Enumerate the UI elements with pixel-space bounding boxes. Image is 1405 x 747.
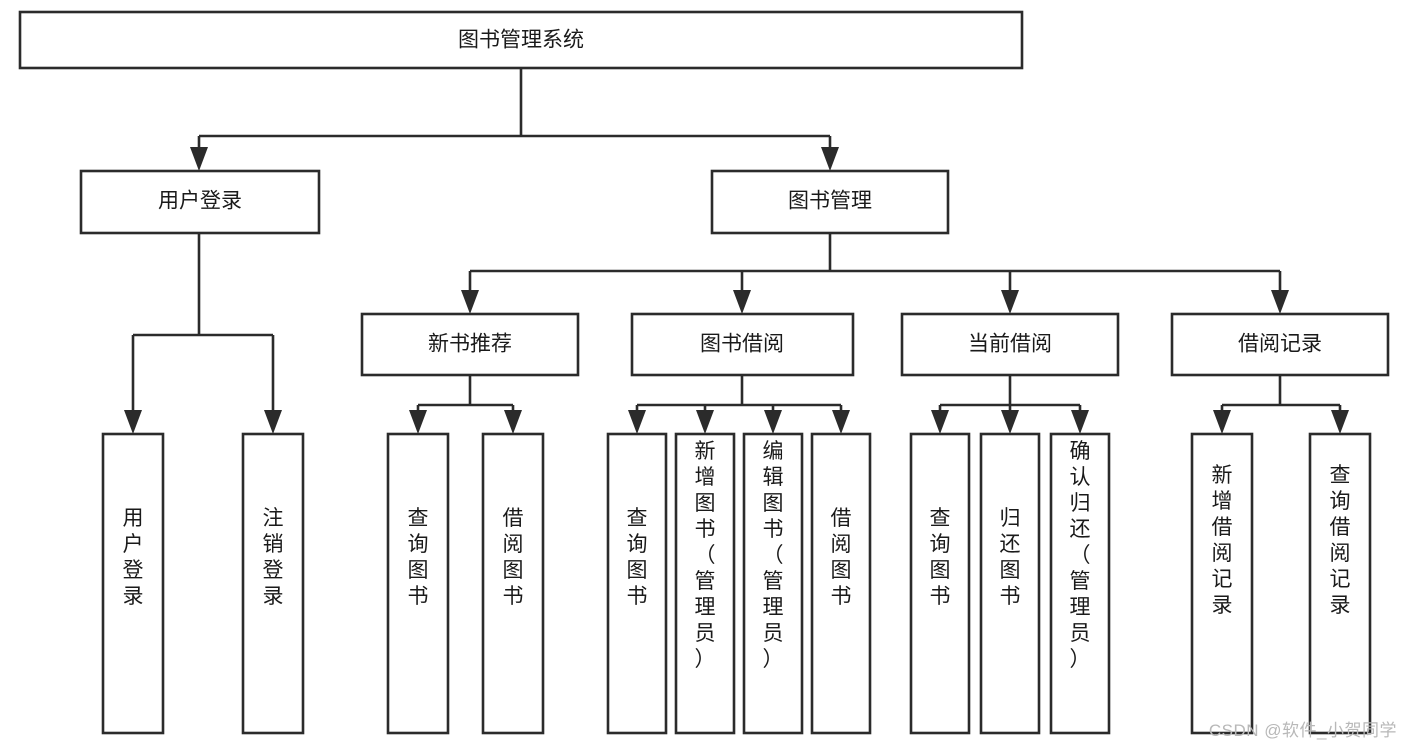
node-leaf-borrow-book-2-box[interactable] (810, 432, 872, 735)
node-current-borrow[interactable]: 当前借阅 (900, 312, 1120, 377)
node-leaf-user-login[interactable]: 用户登录 (101, 432, 165, 735)
arrow-borrow-record-leaf-2 (1331, 410, 1349, 434)
connector-layer (124, 68, 1349, 434)
node-leaf-query-book-2-label: 查询图书 (627, 507, 648, 608)
node-leaf-logout-box[interactable] (241, 432, 305, 735)
arrow-user-login-leaf-2 (264, 410, 282, 434)
node-leaf-query-record-label: 查询借阅记录 (1330, 464, 1351, 617)
node-book-manage-label: 图书管理 (788, 190, 872, 213)
node-leaf-borrow-book-1-label: 借阅图书 (503, 507, 524, 608)
node-book-manage-box[interactable] (710, 169, 950, 235)
node-leaf-add-book[interactable]: 新增图书（管理员） (674, 432, 736, 735)
arrow-root-to-user-login (190, 147, 208, 171)
node-new-book-rec[interactable]: 新书推荐 (360, 312, 580, 377)
arrow-book-manage-to-book-borrow (733, 290, 751, 314)
node-leaf-add-book-label: 新增图书（管理员） (695, 440, 716, 671)
node-root-box[interactable] (18, 10, 1024, 70)
node-book-manage[interactable]: 图书管理 (710, 169, 950, 235)
arrow-root-to-book-manage (821, 147, 839, 171)
node-book-borrow-label: 图书借阅 (700, 333, 784, 356)
node-leaf-borrow-book-2[interactable]: 借阅图书 (810, 432, 872, 735)
node-leaf-query-book-3[interactable]: 查询图书 (909, 432, 971, 735)
node-leaf-query-book-3-label: 查询图书 (930, 507, 951, 608)
node-current-borrow-box[interactable] (900, 312, 1120, 377)
node-leaf-logout[interactable]: 注销登录 (241, 432, 305, 735)
node-leaf-add-record-label: 新增借阅记录 (1212, 464, 1233, 617)
node-leaf-query-book-2-box[interactable] (606, 432, 668, 735)
node-leaf-add-record[interactable]: 新增借阅记录 (1190, 432, 1254, 735)
node-borrow-record[interactable]: 借阅记录 (1170, 312, 1390, 377)
node-user-login-label: 用户登录 (158, 190, 242, 213)
node-leaf-edit-book-label: 编辑图书（管理员） (763, 440, 784, 671)
arrow-current-borrow-leaf-3 (1071, 410, 1089, 434)
node-book-borrow[interactable]: 图书借阅 (630, 312, 855, 377)
node-borrow-record-box[interactable] (1170, 312, 1390, 377)
node-book-borrow-box[interactable] (630, 312, 855, 377)
node-leaf-user-login-box[interactable] (101, 432, 165, 735)
arrow-book-manage-to-new-book (461, 290, 479, 314)
arrow-book-manage-to-current-borrow (1001, 290, 1019, 314)
node-leaf-borrow-book-1[interactable]: 借阅图书 (481, 432, 545, 735)
node-root[interactable]: 图书管理系统 (18, 10, 1024, 70)
node-leaf-query-book-1-label: 查询图书 (408, 507, 429, 608)
arrow-book-borrow-leaf-1 (628, 410, 646, 434)
arrow-borrow-record-leaf-1 (1213, 410, 1231, 434)
node-leaf-query-record[interactable]: 查询借阅记录 (1308, 432, 1372, 735)
node-leaf-confirm-return-label: 确认归还（管理员） (1070, 440, 1091, 671)
arrow-book-manage-to-borrow-record (1271, 290, 1289, 314)
arrow-user-login-leaf-1 (124, 410, 142, 434)
arrow-current-borrow-leaf-2 (1001, 410, 1019, 434)
node-leaf-add-record-box[interactable] (1190, 432, 1254, 735)
node-borrow-record-label: 借阅记录 (1238, 333, 1322, 356)
node-leaf-add-book-box[interactable] (674, 432, 736, 735)
node-leaf-user-login-label: 用户登录 (123, 507, 144, 608)
arrow-book-borrow-leaf-4 (832, 410, 850, 434)
node-new-book-rec-label: 新书推荐 (428, 333, 512, 356)
node-leaf-borrow-book-2-label: 借阅图书 (831, 507, 852, 608)
node-leaf-query-book-3-box[interactable] (909, 432, 971, 735)
node-leaf-logout-label: 注销登录 (263, 507, 284, 608)
node-leaf-edit-book[interactable]: 编辑图书（管理员） (742, 432, 804, 735)
node-new-book-rec-box[interactable] (360, 312, 580, 377)
node-leaf-query-book-1[interactable]: 查询图书 (386, 432, 450, 735)
node-leaf-edit-book-box[interactable] (742, 432, 804, 735)
arrow-book-borrow-leaf-3 (764, 410, 782, 434)
arrow-new-book-leaf-2 (504, 410, 522, 434)
arrow-new-book-leaf-1 (409, 410, 427, 434)
node-leaf-query-book-1-box[interactable] (386, 432, 450, 735)
node-leaf-query-record-box[interactable] (1308, 432, 1372, 735)
node-user-login[interactable]: 用户登录 (79, 169, 321, 235)
node-current-borrow-label: 当前借阅 (968, 333, 1052, 356)
node-leaf-borrow-book-1-box[interactable] (481, 432, 545, 735)
node-leaf-confirm-return-box[interactable] (1049, 432, 1111, 735)
node-leaf-return-book-box[interactable] (979, 432, 1041, 735)
node-leaf-confirm-return[interactable]: 确认归还（管理员） (1049, 432, 1111, 735)
node-leaf-query-book-2[interactable]: 查询图书 (606, 432, 668, 735)
node-leaf-return-book[interactable]: 归还图书 (979, 432, 1041, 735)
arrow-book-borrow-leaf-2 (696, 410, 714, 434)
node-user-login-box[interactable] (79, 169, 321, 235)
arrow-current-borrow-leaf-1 (931, 410, 949, 434)
node-leaf-return-book-label: 归还图书 (1000, 507, 1021, 608)
node-root-label: 图书管理系统 (458, 29, 584, 52)
